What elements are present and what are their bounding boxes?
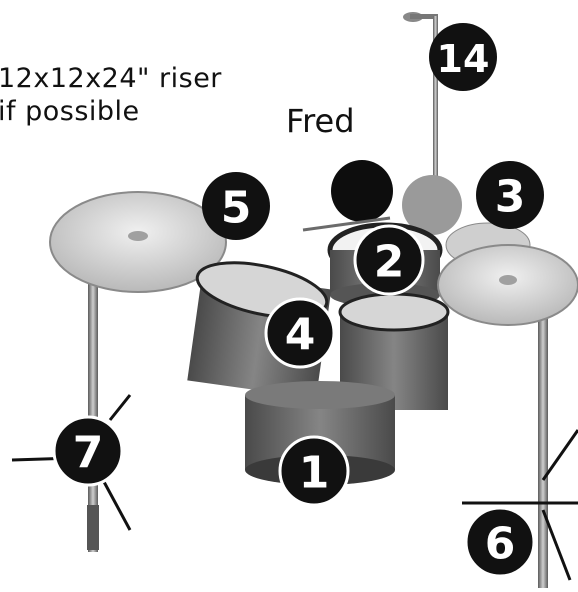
badge-1-label: 1 <box>299 448 330 499</box>
back-tom <box>331 160 393 222</box>
mic-stand <box>403 12 438 216</box>
badge-4: 4 <box>264 297 336 369</box>
badge-6-label: 6 <box>485 519 516 570</box>
left-cymbal <box>49 191 227 293</box>
drummer-name: Fred <box>286 102 355 140</box>
badge-7: 7 <box>52 415 124 487</box>
badge-6: 6 <box>464 506 536 578</box>
badge-14: 14 <box>429 23 497 91</box>
badge-4-label: 4 <box>285 310 316 361</box>
badge-14-label: 14 <box>437 37 490 81</box>
badge-7-label: 7 <box>73 428 104 479</box>
badge-3-label: 3 <box>495 172 526 223</box>
badge-5-label: 5 <box>221 183 252 234</box>
badge-3: 3 <box>476 161 544 229</box>
riser-note: 12x12x24" riser if possible <box>0 63 222 127</box>
badge-1: 1 <box>278 435 350 507</box>
badge-5: 5 <box>202 172 270 240</box>
badge-2: 2 <box>353 224 425 296</box>
badge-2-label: 2 <box>374 237 405 288</box>
back-cymbal-pad <box>402 175 462 235</box>
ride-stand <box>462 258 578 588</box>
drum-stick <box>302 216 391 232</box>
